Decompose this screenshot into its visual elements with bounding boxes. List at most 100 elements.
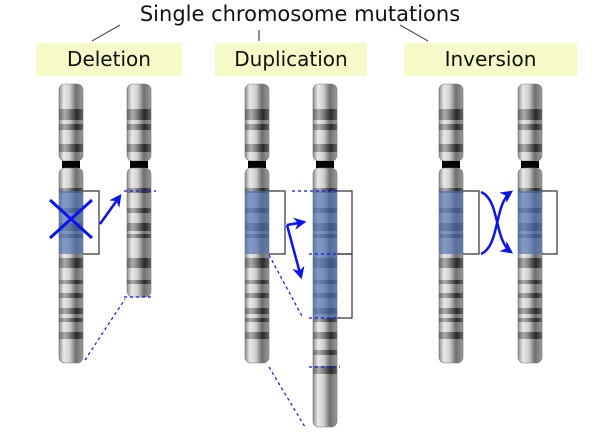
chromosome-duplication-original-band: [245, 280, 269, 284]
deletion-cross-line-2: [48, 198, 94, 240]
deletion-arrow: [98, 193, 122, 225]
duplication-copy1-bracket: [337, 190, 353, 255]
chromosome-inversion-original: [438, 83, 464, 364]
chromosome-deletion-result-band: [127, 117, 151, 120]
label-duplication: Duplication: [215, 43, 367, 76]
label-deletion: Deletion: [36, 43, 182, 76]
deletion-connector-line: [84, 298, 126, 361]
chromosome-duplication-original-band: [245, 188, 269, 193]
duplication-copy2-bracket: [337, 253, 353, 319]
deletion-bracket: [83, 190, 100, 255]
duplication-arrow-2: [285, 224, 305, 280]
chromosome-inversion-original-band: [439, 117, 463, 120]
label-inversion: Inversion: [404, 43, 577, 76]
chromosome-duplication-original-band: [245, 109, 269, 117]
chromosome-deletion-result-band: [127, 223, 151, 231]
chromosome-deletion-original-centromere: [62, 161, 80, 168]
chromosome-inversion-original-band: [439, 124, 463, 130]
chromosome-duplication-result-band: [313, 149, 337, 152]
chromosome-deletion-result-band: [127, 144, 151, 149]
chromosome-deletion-original-band: [59, 144, 83, 149]
chromosome-duplication-original-band: [245, 332, 269, 339]
chromosome-duplication-original-band: [245, 293, 269, 298]
inversion-source-bracket: [463, 190, 480, 255]
chromosome-inversion-result-band: [518, 124, 542, 130]
chromosome-duplication-original-band: [245, 308, 269, 314]
chromosome-duplication-result-band: [313, 318, 337, 322]
chromosome-duplication-original-band: [245, 117, 269, 120]
inversion-arrow-down: [480, 190, 514, 254]
chromosome-deletion-original-band: [59, 318, 83, 322]
chromosome-inversion-original-band: [439, 318, 463, 322]
chromosome-duplication-result-band: [313, 109, 337, 117]
chromosome-deletion-original-band: [59, 308, 83, 314]
chromosome-deletion-result-band: [127, 280, 151, 284]
chromosome-deletion-original-band: [59, 109, 83, 117]
chromosome-deletion-original-band: [59, 293, 83, 298]
chromosome-inversion-original-band: [439, 258, 463, 268]
chromosome-duplication-original-band: [245, 124, 269, 130]
chromosome-inversion-result-band: [518, 117, 542, 120]
chromosome-inversion-original-band: [439, 293, 463, 298]
chromosome-deletion-original-band: [59, 149, 83, 152]
chromosome-inversion-result: [517, 83, 543, 364]
chromosome-deletion-original-band: [59, 117, 83, 120]
chromosome-duplication-result-band: [313, 124, 337, 130]
chromosome-deletion-original-band: [59, 280, 83, 284]
chromosome-deletion-original-band: [59, 188, 83, 193]
chromosome-duplication-original-centromere: [248, 161, 266, 168]
chromosome-duplication-result-band: [313, 366, 337, 374]
chromosome-duplication-original-band: [245, 149, 269, 152]
chromosome-inversion-original-band: [439, 149, 463, 152]
duplication-arrow-1: [286, 217, 307, 230]
chromosome-duplication-result: [312, 83, 338, 428]
chromosome-inversion-result-band: [518, 144, 542, 149]
inversion-arrow-up: [480, 190, 514, 256]
chromosome-duplication-result-band: [313, 350, 337, 355]
chromosome-inversion-original-band: [439, 332, 463, 339]
chromosome-deletion-result-band: [127, 109, 151, 117]
chromosome-inversion-result-band: [518, 293, 542, 298]
chromosome-deletion-result-band: [127, 124, 151, 130]
chromosome-inversion-result-band: [518, 308, 542, 314]
chromosome-duplication-original-highlight: [245, 191, 269, 254]
diagram-title: Single chromosome mutations: [139, 2, 461, 26]
chromosome-inversion-result-band: [518, 332, 542, 339]
chromosome-duplication-result-band: [313, 332, 337, 339]
chromosome-deletion-result-q-arm: [126, 167, 152, 298]
chromosome-inversion-original-band: [439, 109, 463, 117]
chromosome-duplication-result-band: [313, 117, 337, 120]
chromosome-inversion-original-band: [439, 188, 463, 193]
chromosome-deletion-result-centromere: [130, 161, 148, 168]
chromosome-duplication-original: [244, 83, 270, 364]
title-connector-inversion: [399, 24, 429, 42]
chromosome-deletion-original-band: [59, 124, 83, 130]
chromosome-inversion-result-band: [518, 188, 542, 193]
chromosome-deletion-original-highlight: [59, 191, 83, 254]
chromosome-duplication-original-band: [245, 258, 269, 268]
chromosome-inversion-result-band: [518, 280, 542, 284]
chromosome-deletion-original-band: [59, 332, 83, 339]
chromosome-deletion-result-band: [127, 149, 151, 152]
chromosome-inversion-result-highlight: [518, 191, 542, 254]
chromosome-inversion-result-band: [518, 258, 542, 268]
chromosome-duplication-result-centromere: [316, 161, 334, 168]
inversion-result-bracket: [542, 190, 558, 255]
duplication-source-bracket: [269, 190, 286, 255]
chromosome-inversion-result-band: [518, 149, 542, 152]
chromosome-deletion-original: [58, 83, 84, 364]
chromosome-inversion-original-band: [439, 280, 463, 284]
chromosome-duplication-original-band: [245, 318, 269, 322]
chromosome-inversion-result-band: [518, 318, 542, 322]
chromosome-deletion-result: [126, 83, 152, 298]
chromosome-inversion-original-centromere: [442, 161, 460, 168]
duplication-connector-2: [268, 366, 306, 428]
chromosome-duplication-original-band: [245, 144, 269, 149]
chromosome-inversion-result-centromere: [521, 161, 539, 168]
chromosome-duplication-result-band: [313, 144, 337, 149]
chromosome-inversion-result-band: [518, 109, 542, 117]
chromosome-deletion-result-band: [127, 234, 151, 238]
chromosome-inversion-original-band: [439, 308, 463, 314]
